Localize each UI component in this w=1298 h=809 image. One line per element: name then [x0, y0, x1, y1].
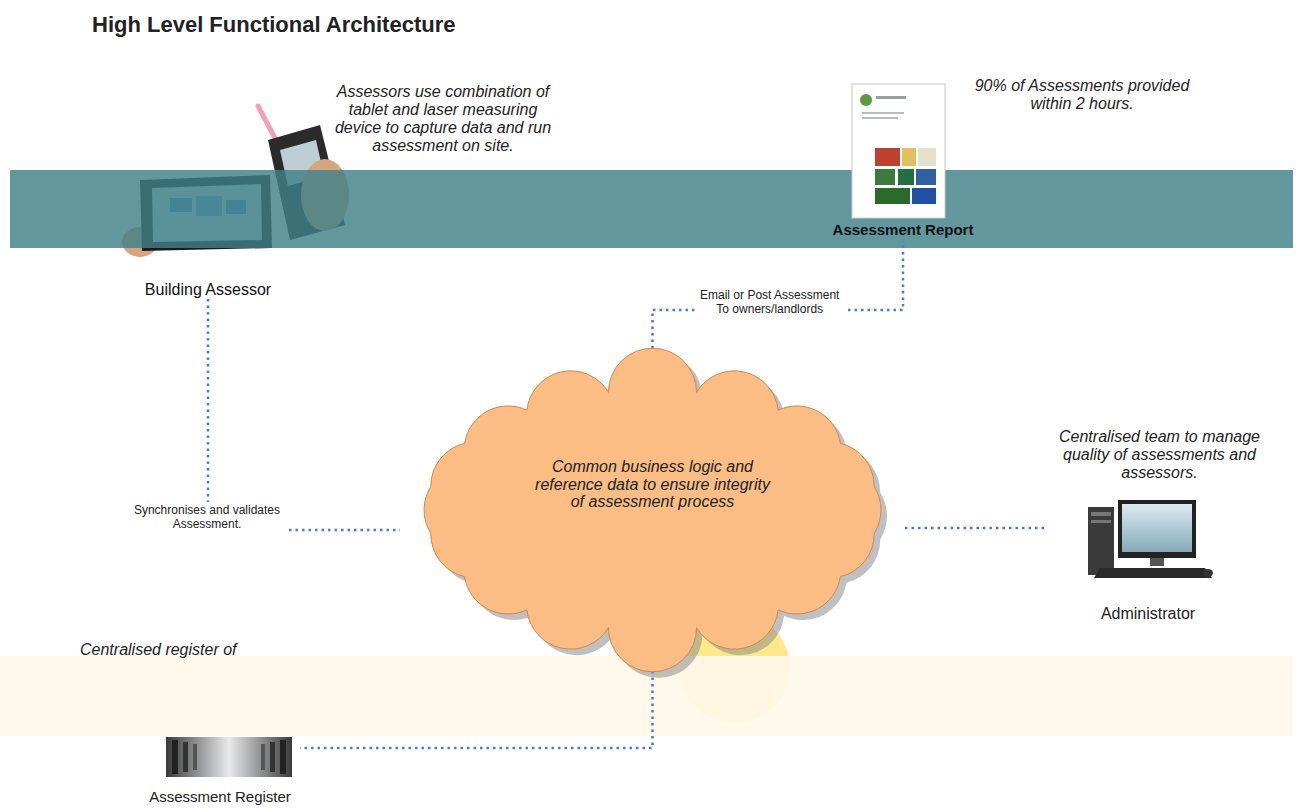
dotted-connector	[300, 658, 653, 748]
edge-label-holder: Synchronises and validates Assessment.	[127, 502, 287, 532]
node-label-holder: Administrator	[1048, 605, 1248, 622]
cloud-text-holder: Common business logic and reference data…	[532, 458, 774, 511]
note-holder: Assessors use combination of tablet and …	[329, 83, 557, 155]
note-holder: 90% of Assessments provided within 2 hou…	[967, 77, 1197, 113]
node-label: Assessment Register	[140, 788, 300, 805]
node-label: Administrator	[1048, 605, 1248, 622]
node-label: Building Assessor	[145, 281, 271, 299]
annotation-note: Centralised register of	[80, 641, 280, 659]
annotation-note: 90% of Assessments provided within 2 hou…	[967, 77, 1197, 113]
node-label-holder: Assessment Register	[140, 788, 300, 805]
annotation-note: Centralised team to manage quality of as…	[1047, 428, 1272, 482]
dotted-connector	[905, 527, 1048, 530]
dotted-connector	[208, 299, 400, 530]
teal-band	[10, 170, 1293, 248]
cloud-shape: Common business logic and reference data…	[400, 368, 905, 658]
cloud-text: Common business logic and reference data…	[532, 458, 774, 511]
annotation-note: Assessors use combination of tablet and …	[329, 83, 557, 155]
computer-illustration	[1088, 500, 1213, 578]
cloud-fill	[424, 348, 881, 672]
component-node: Assessment Report	[829, 221, 978, 239]
component-node: Building Assessor	[141, 281, 275, 299]
dotted-connector	[653, 241, 904, 368]
component-node: Assessment Register	[140, 732, 300, 806]
component-node: Administrator	[1048, 495, 1248, 623]
edge-label-holder: Email or Post Assessment To owners/landl…	[695, 287, 845, 317]
report-illustration	[852, 84, 945, 218]
server-room-illustration	[166, 737, 292, 777]
diagram-title: High Level Functional Architecture	[92, 12, 455, 38]
cloud-outline	[400, 368, 905, 658]
node-label: Assessment Report	[833, 221, 974, 239]
title-holder: High Level Functional Architecture	[92, 12, 455, 38]
note-holder: Centralised team to manage quality of as…	[1047, 428, 1272, 482]
edge-label: Synchronises and validates Assessment.	[127, 502, 287, 532]
edge-label: Email or Post Assessment To owners/landl…	[695, 287, 845, 317]
note-holder: Centralised register of	[80, 641, 280, 659]
